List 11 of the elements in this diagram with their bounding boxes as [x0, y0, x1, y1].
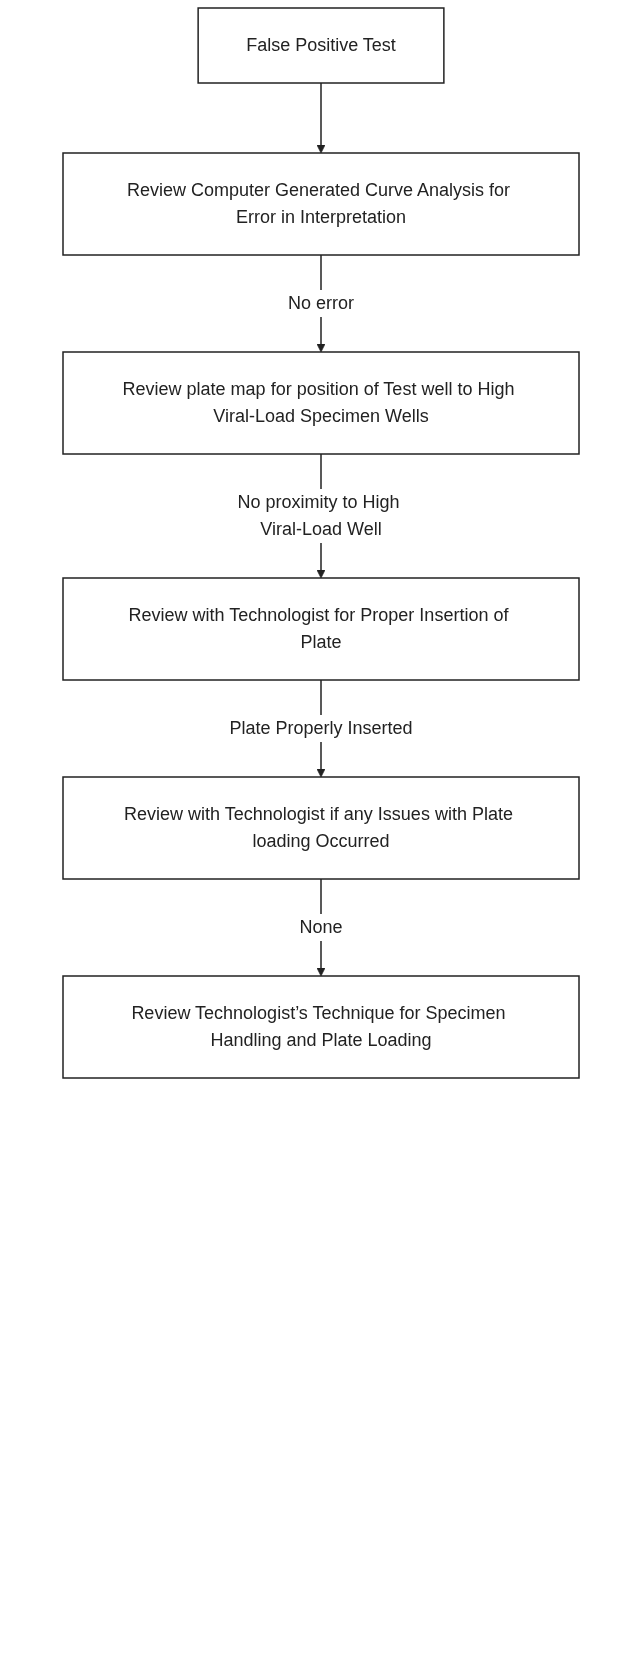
- edge-label: None: [298, 917, 343, 937]
- node-box: Review Computer Generated Curve Analysis for Error in Interpretation: [61, 152, 580, 256]
- node-box: Review with Technologist if any Issues with Plate loading Occurred: [61, 776, 580, 880]
- edge-label: No error: [287, 293, 354, 313]
- edge-label: Plate Properly Inserted: [228, 718, 413, 738]
- edge-label: No proximity to High Viral-Load Well: [236, 492, 400, 539]
- node-box: Review with Technologist for Proper Insertion of Plate: [61, 577, 580, 681]
- node-box: False Positive Test: [196, 7, 445, 84]
- node-box: Review Technologist’s Technique for Specimen Handling and Plate Loading: [61, 975, 580, 1079]
- arrow: [316, 82, 325, 154]
- node-box: Review plate map for position of Test well to High Viral-Load Specimen Wells: [61, 351, 580, 455]
